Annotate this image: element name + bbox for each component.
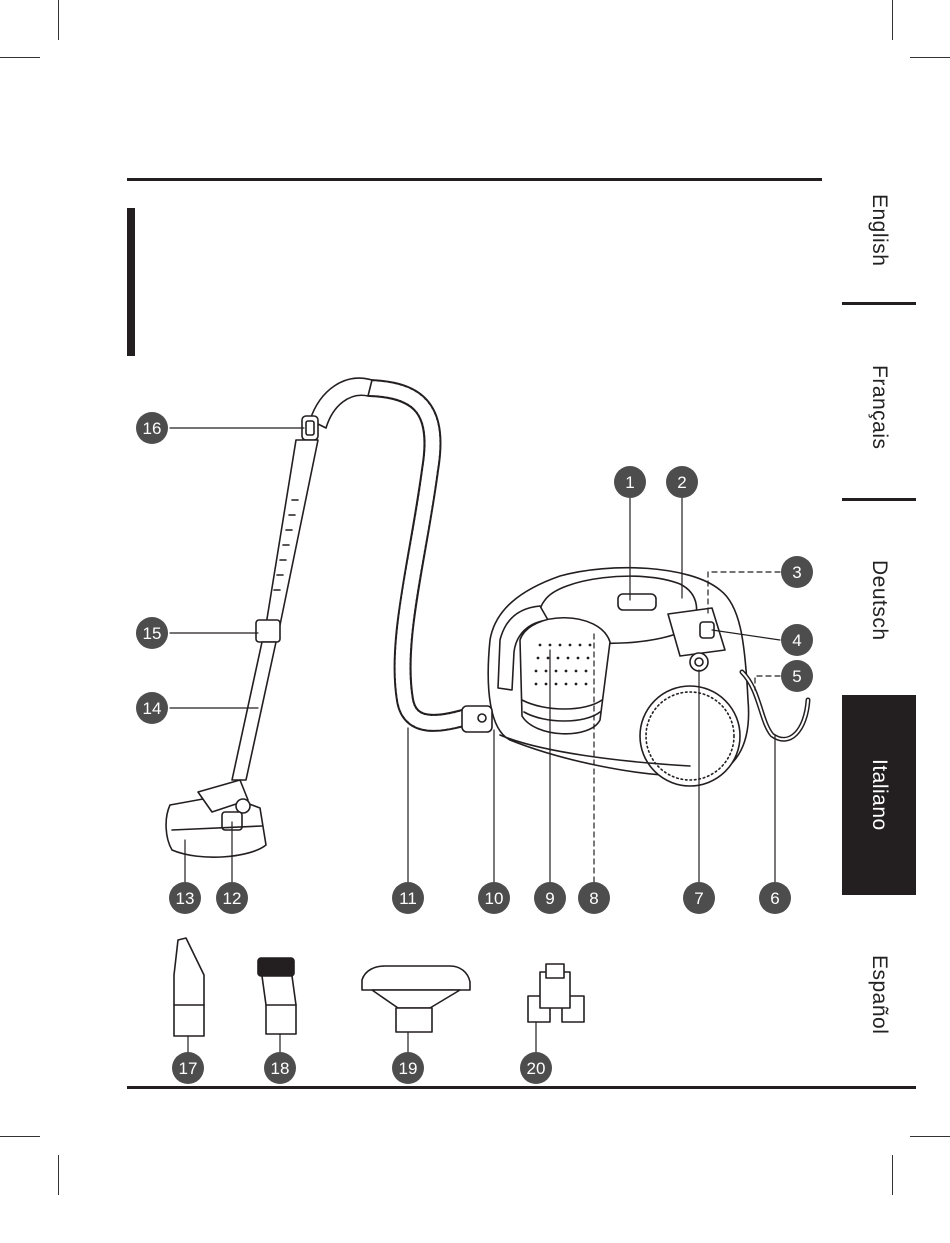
floor-nozzle-illustration	[166, 780, 266, 857]
telescopic-wand-illustration	[266, 440, 318, 625]
callout-16: 16	[136, 412, 168, 444]
svg-text:19: 19	[399, 1059, 418, 1078]
callout-12: 12	[216, 882, 248, 914]
vacuum-body-illustration	[462, 568, 808, 786]
hose-inlet-illustration	[462, 706, 492, 732]
svg-text:6: 6	[770, 889, 779, 908]
callout-18: 18	[264, 1052, 296, 1084]
callout-2: 2	[666, 466, 698, 498]
svg-text:13: 13	[176, 889, 195, 908]
wheel-illustration	[640, 686, 740, 786]
svg-text:4: 4	[792, 631, 801, 650]
callout-17: 17	[172, 1052, 204, 1084]
callout-13: 13	[169, 882, 201, 914]
handle-illustration	[310, 378, 372, 428]
svg-text:3: 3	[792, 563, 801, 582]
hose-illustration	[370, 388, 470, 723]
svg-text:2: 2	[677, 473, 686, 492]
callout-19: 19	[392, 1052, 424, 1084]
callout-11: 11	[392, 882, 424, 914]
callout-6: 6	[759, 882, 791, 914]
callout-3: 3	[781, 556, 813, 588]
callout-14: 14	[136, 692, 168, 724]
svg-text:14: 14	[143, 699, 162, 718]
tool-holder-illustration	[528, 964, 584, 1022]
svg-text:17: 17	[179, 1059, 198, 1078]
svg-text:1: 1	[625, 473, 634, 492]
callout-20: 20	[520, 1052, 552, 1084]
upholstery-tool-illustration	[362, 966, 470, 1032]
callout-7: 7	[683, 882, 715, 914]
callout-9: 9	[534, 882, 566, 914]
callout-10: 10	[478, 882, 510, 914]
svg-text:5: 5	[792, 667, 801, 686]
callout-1: 1	[614, 466, 646, 498]
callout-15: 15	[136, 617, 168, 649]
svg-text:15: 15	[143, 624, 162, 643]
dusting-brush-illustration	[258, 958, 296, 1034]
svg-text:7: 7	[694, 889, 703, 908]
svg-text:16: 16	[143, 419, 162, 438]
callout-8: 8	[578, 882, 610, 914]
crevice-tool-illustration	[174, 938, 204, 1036]
svg-text:9: 9	[545, 889, 554, 908]
wand-lock-illustration	[256, 620, 280, 642]
svg-text:20: 20	[527, 1059, 546, 1078]
svg-text:8: 8	[589, 889, 598, 908]
svg-text:10: 10	[485, 889, 504, 908]
callout-5: 5	[781, 660, 813, 692]
svg-text:18: 18	[271, 1059, 290, 1078]
svg-text:12: 12	[223, 889, 242, 908]
callout-4: 4	[781, 624, 813, 656]
power-button-illustration	[690, 653, 708, 671]
svg-text:11: 11	[399, 889, 417, 908]
